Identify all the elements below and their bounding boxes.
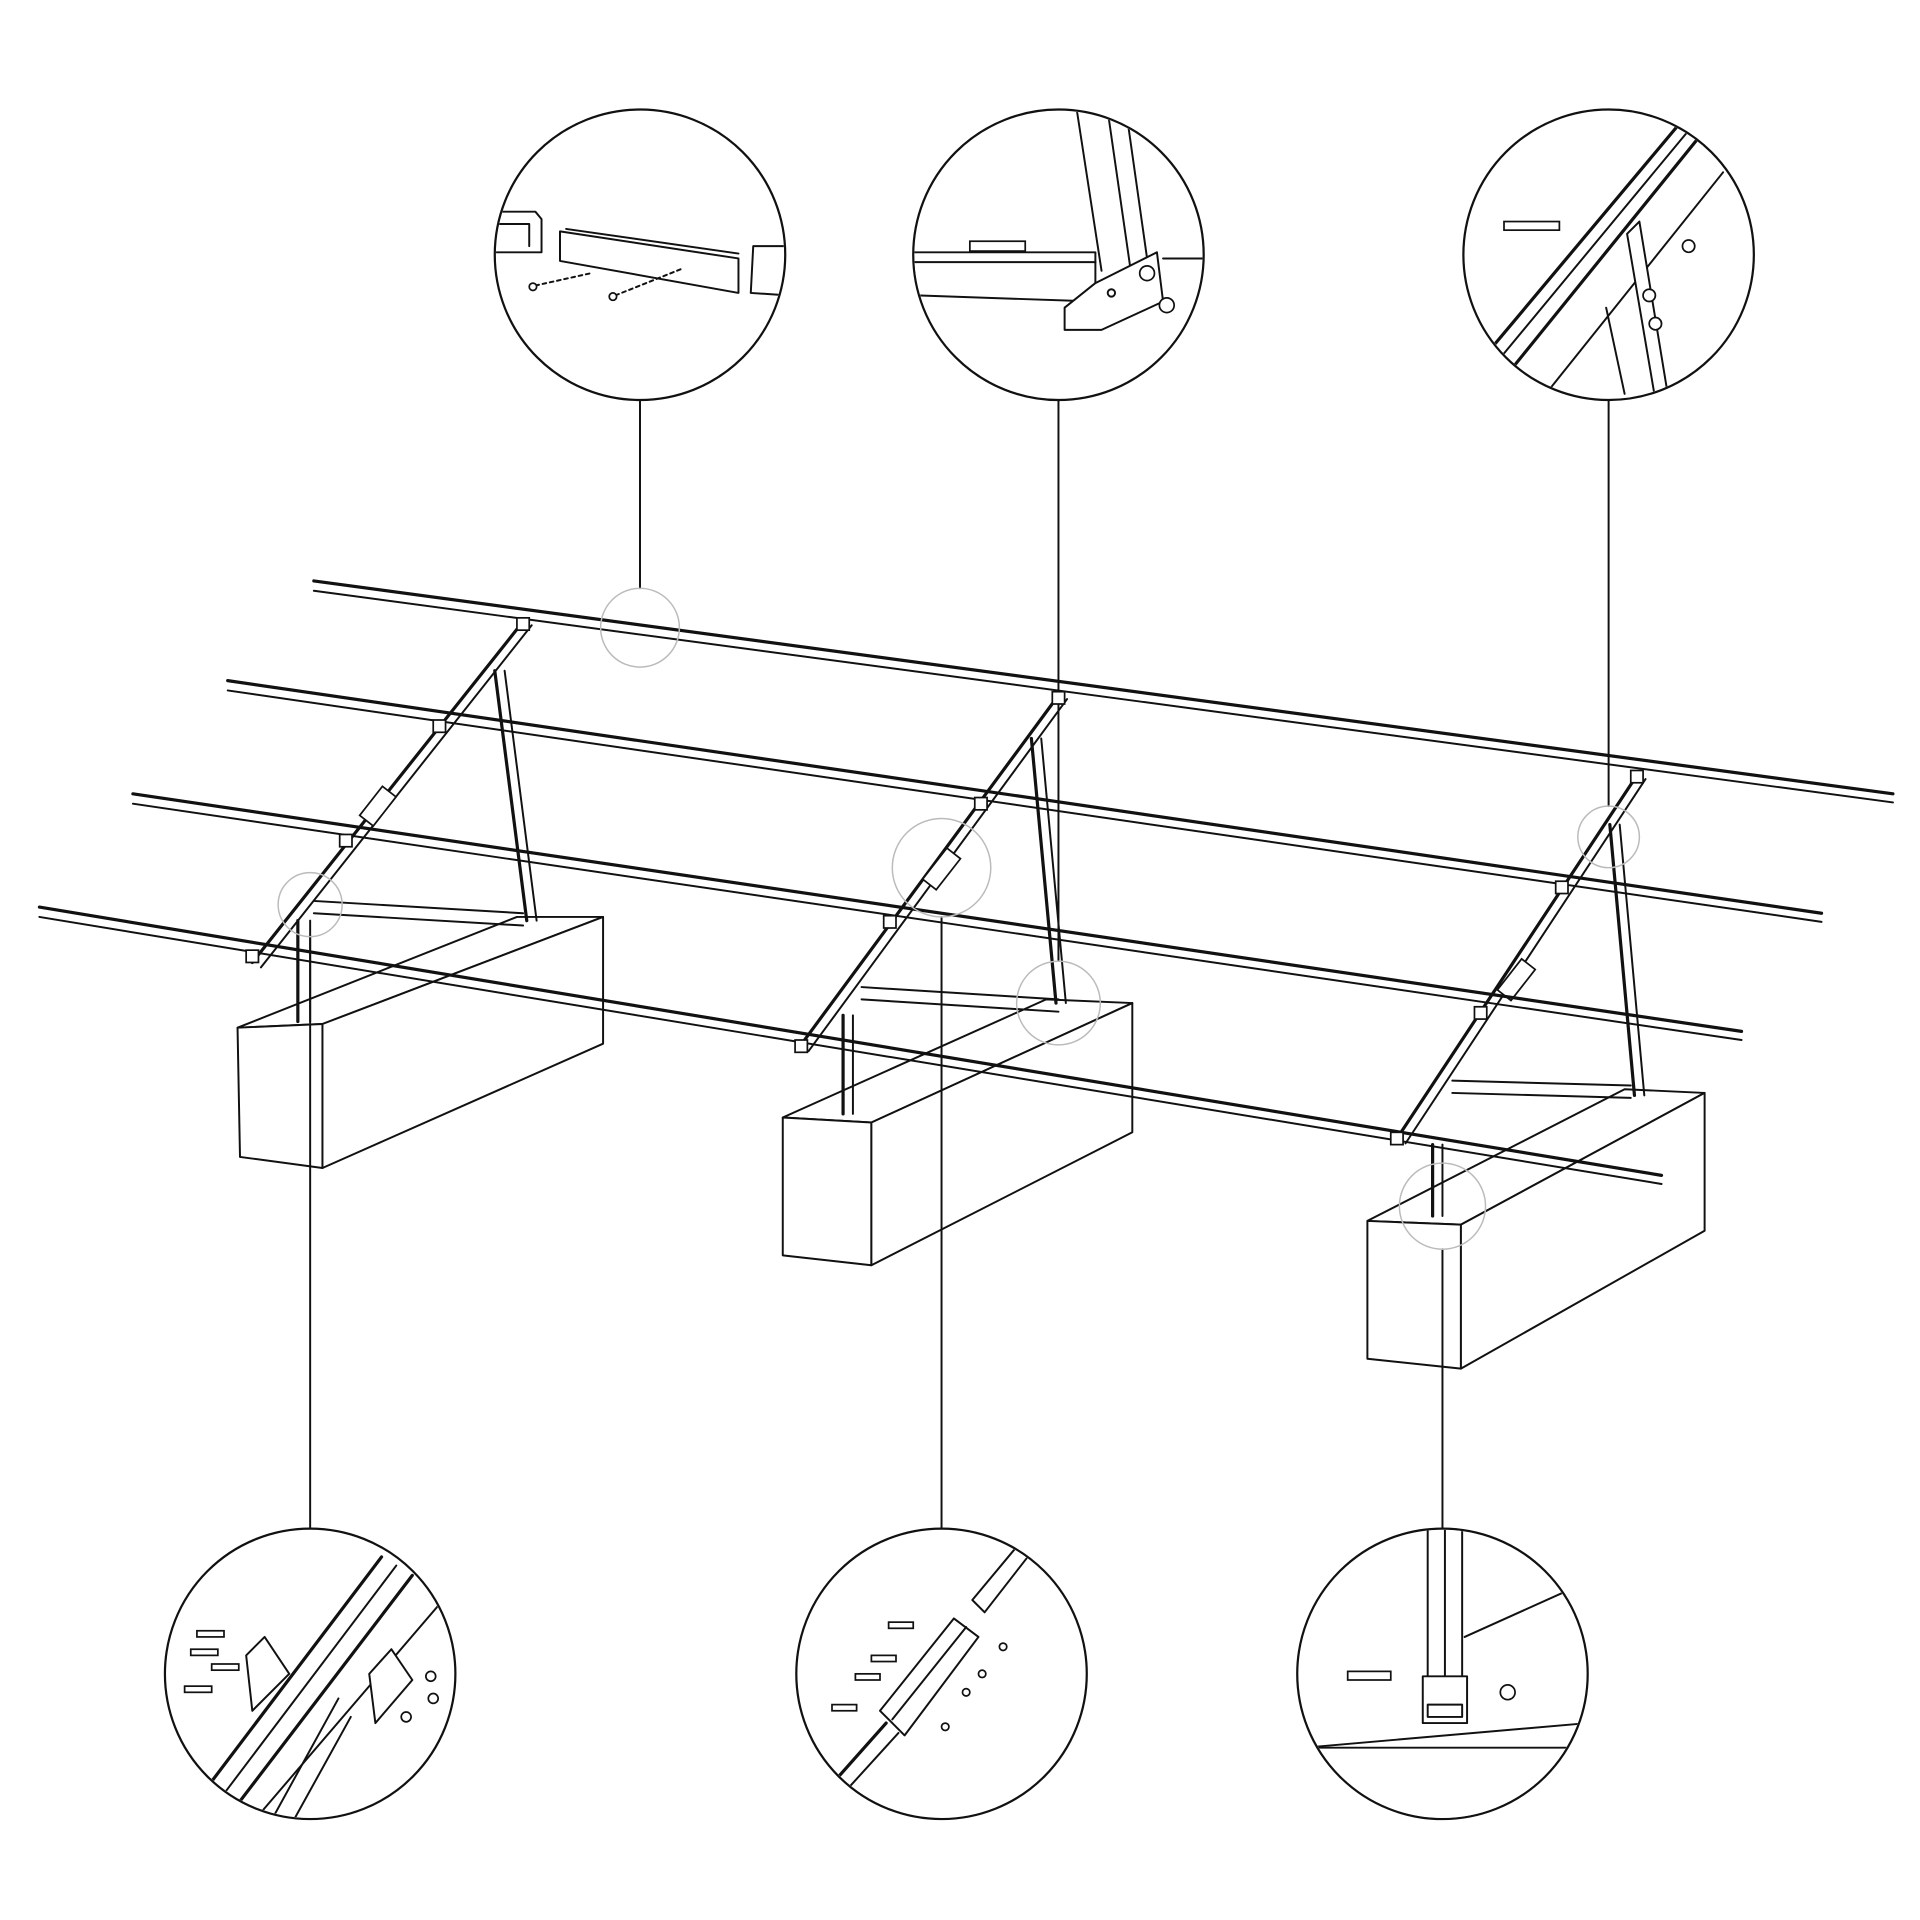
rails: [37, 579, 1895, 1185]
support-frame-middle: [798, 693, 1069, 1116]
rail-3: [131, 792, 1744, 1041]
rail-clamps: [245, 616, 1644, 1146]
detail-front-leg-plates: [163, 1527, 457, 1821]
rail-1: [312, 579, 1895, 804]
detail-diagonal-rear-leg-joint: [1462, 108, 1755, 402]
detail-front-leg-base: [1296, 1527, 1589, 1821]
highlight-circles: [277, 587, 1641, 1250]
detail-rail-splice: [493, 108, 787, 402]
rail-2: [226, 679, 1824, 923]
concrete-block-right: [1366, 1088, 1706, 1370]
leader-lines: [309, 399, 1610, 1530]
detail-rear-leg-bracket: [912, 108, 1205, 402]
concrete-block-left: [236, 915, 605, 1169]
support-frame-right: [1395, 773, 1647, 1218]
support-frame-left: [250, 619, 538, 1024]
detail-diagonal-splice: [795, 1527, 1088, 1821]
